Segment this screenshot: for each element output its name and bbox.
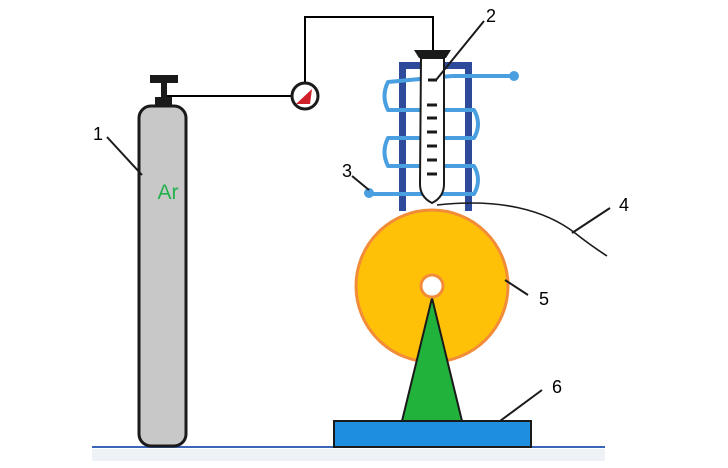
callout-6: 6 [552,377,562,397]
leader-6 [499,389,543,422]
cylinder-body [137,104,188,448]
callout-3: 3 [342,161,352,181]
callout-2: 2 [486,6,496,26]
gauge-needle [296,89,312,104]
wheel-stand [400,297,464,422]
coil-bottom-terminal [364,188,374,198]
leader-3 [351,175,370,191]
leader-2 [435,20,485,81]
crucible-funnel-cap [414,50,451,58]
floor-shadow [92,449,605,461]
leader-5 [504,279,529,296]
quench-wheel [354,208,510,422]
cylinder-valve-handle [150,75,178,83]
gas-pipe-upper [304,16,434,84]
wheel-axle-hole [419,273,445,299]
base-plate [333,420,532,448]
cylinder-gas-label: Ar [158,181,179,204]
ribbon-cable [436,202,608,257]
coil-top-terminal [509,71,519,81]
crucible [414,50,451,205]
callout-1: 1 [93,124,103,144]
callout-4: 4 [619,195,629,215]
leader-4 [571,207,611,234]
cylinder-valve-stem [161,83,167,97]
callout-5: 5 [539,289,549,309]
pressure-gauge [290,81,320,111]
leader-1 [106,136,143,176]
leader-lines [106,20,611,422]
gas-cylinder: Ar [137,75,188,448]
cylinder-neck [155,97,172,107]
